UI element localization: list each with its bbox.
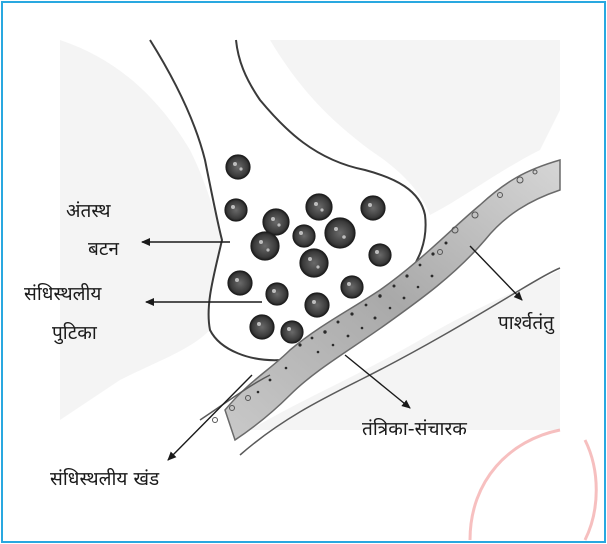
vesicle	[266, 283, 288, 305]
vesicle	[226, 155, 250, 179]
vesicle	[306, 194, 332, 220]
synaptic-vesicle-label-line1: संधिस्थलीय	[24, 283, 101, 306]
terminal-button-label-line1: अंतस्थ	[66, 200, 111, 223]
synaptic-cleft-label: संधिस्थलीय खंड	[50, 468, 159, 491]
vesicle	[263, 209, 289, 235]
vesicle	[250, 315, 274, 339]
dendrite-label: पार्श्वतंतु	[498, 312, 554, 335]
vesicle	[281, 321, 303, 343]
dendrite-arrow	[470, 246, 522, 300]
watermark	[470, 430, 596, 540]
vesicle	[369, 244, 391, 266]
vesicle	[361, 196, 385, 220]
neurotransmitter-label: तंत्रिका-संचारक	[362, 418, 467, 441]
vesicle	[228, 271, 252, 295]
vesicle	[293, 225, 315, 247]
terminal-button-label-line2: बटन	[88, 238, 119, 261]
vesicle	[300, 249, 328, 277]
vesicle	[341, 276, 363, 298]
synaptic-vesicle-label-line2: पुटिका	[52, 322, 97, 345]
vesicle	[225, 199, 247, 221]
vesicle	[325, 218, 355, 248]
vesicle	[251, 232, 279, 260]
vesicle	[305, 293, 329, 317]
